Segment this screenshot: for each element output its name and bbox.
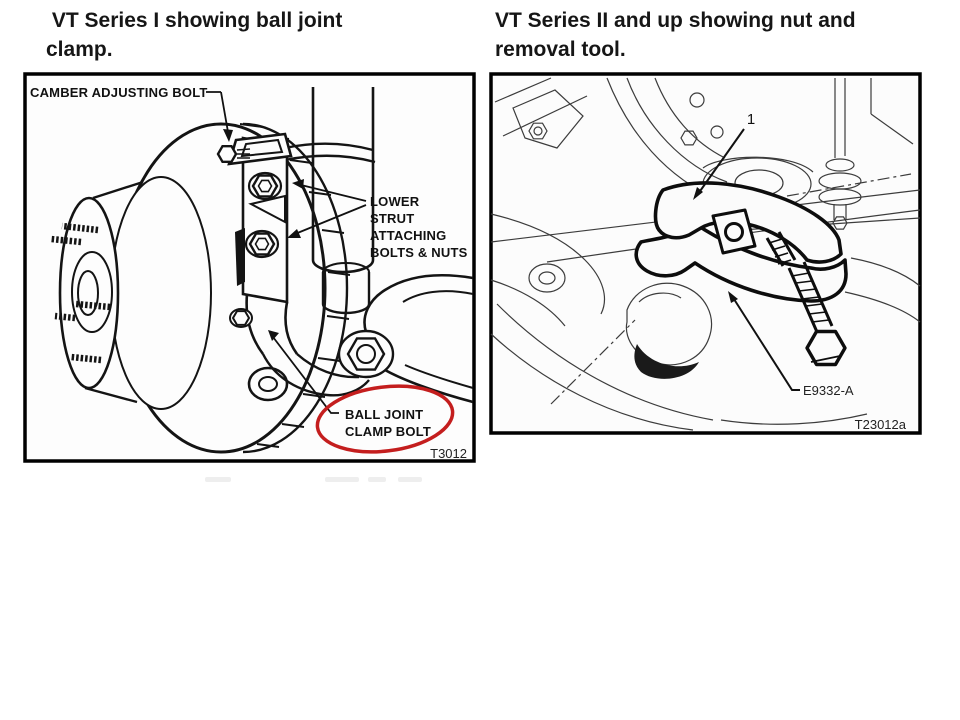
right-caption-line1: VT Series II and up showing nut and [495,9,856,32]
right-figure: 1 E9332-A T23012a [489,72,922,435]
ball-joint-arrowhead [268,330,279,341]
wheel-studs [50,222,111,364]
hub-and-studs [50,180,144,404]
left-figure-ref: T3012 [430,446,467,461]
faint-cropped-text [398,477,422,482]
control-arm-nut [337,329,395,379]
camber-adjusting-bolt-label: CAMBER ADJUSTING BOLT [30,85,208,100]
left-caption-line2: clamp. [46,38,113,61]
faint-cropped-text [368,477,386,482]
nut-callout-number: 1 [747,111,755,128]
suspension-background [490,77,921,431]
faint-cropped-text [325,477,359,482]
ball-joint-boot-shadow [634,344,699,379]
right-figure-callouts: 1 E9332-A T23012a [693,111,907,432]
left-caption: VT Series I showing ball joint clamp. [46,6,342,64]
tool-code-label: E9332-A [803,383,854,398]
right-caption: VT Series II and up showing nut and remo… [495,6,856,64]
tool-code-arrowhead [728,291,738,303]
lower-strut-label-line4: BOLTS & NUTS [370,245,468,260]
ball-joint-clamp-bolt [229,308,253,328]
lower-strut-bolt-upper [247,171,283,201]
left-figure-svg: CAMBER ADJUSTING BOLT LOWER STRUT ATTACH… [23,72,476,463]
control-arm [337,274,474,404]
camber-arrowhead [223,129,233,142]
tool-forcing-bolt [765,231,847,367]
strut-assembly [216,87,376,402]
faint-cropped-text [205,477,231,482]
right-figure-ref: T23012a [855,417,907,432]
ball-joint-highlight-ellipse [315,384,455,454]
left-caption-line1: VT Series I showing ball joint [46,9,343,32]
right-figure-svg: 1 E9332-A T23012a [489,72,922,435]
left-figure: CAMBER ADJUSTING BOLT LOWER STRUT ATTACH… [23,72,476,463]
rotor-vent-hatching [239,123,351,448]
left-figure-callouts: CAMBER ADJUSTING BOLT LOWER STRUT ATTACH… [30,85,468,461]
nut-callout-arrowhead [693,187,703,200]
lower-strut-bolt-lower [244,229,280,259]
right-caption-line2: removal tool. [495,38,626,61]
ball-joint-label-line1: BALL JOINT [345,407,423,422]
lower-strut-label-line1: LOWER [370,194,420,209]
lower-strut-arrowhead-upper [292,179,304,189]
camber-adjusting-bolt [216,144,251,164]
lower-strut-arrowhead-lower [287,229,301,238]
ball-joint-removal-tool [634,181,848,367]
tool-pivot-hole [724,222,744,242]
lower-strut-label-line2: STRUT [370,211,414,226]
ball-joint-label-line2: CLAMP BOLT [345,424,431,439]
lower-strut-label-line3: ATTACHING [370,228,446,243]
